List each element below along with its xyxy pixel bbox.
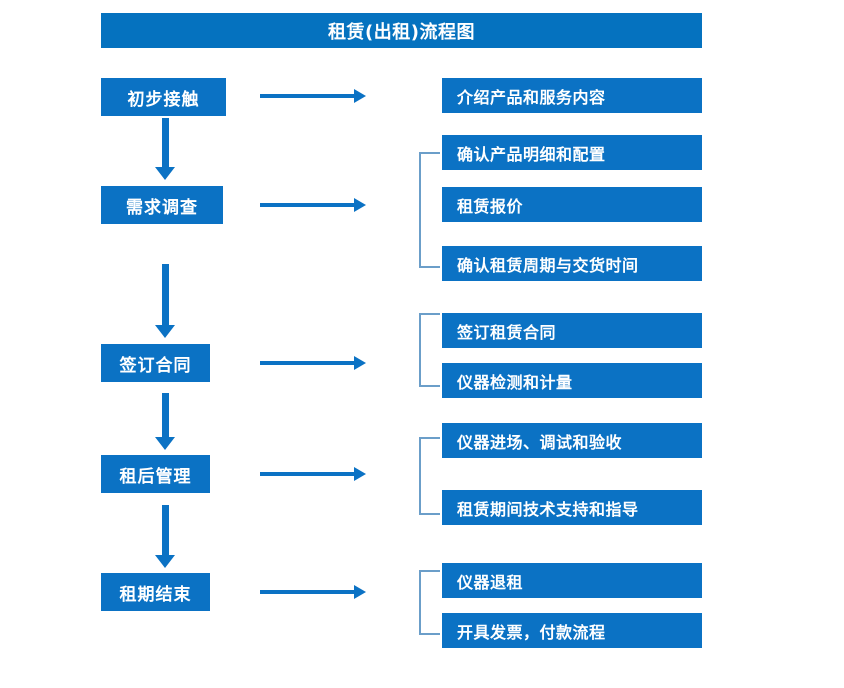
arrow-head [354, 467, 366, 481]
detail-box-3[interactable]: 租赁报价 [442, 187, 702, 222]
arrow-shaft [162, 393, 169, 437]
arrow-head [155, 555, 175, 568]
arrow-head [155, 167, 175, 180]
flow-arrow-right-2 [260, 197, 366, 213]
detail-box-6[interactable]: 仪器检测和计量 [442, 363, 702, 398]
flow-arrow-down-2 [155, 264, 175, 338]
detail-box-2[interactable]: 确认产品明细和配置 [442, 135, 702, 170]
stage-box-2[interactable]: 需求调查 [101, 186, 223, 224]
flow-arrow-right-1 [260, 88, 366, 104]
flow-arrow-down-1 [155, 118, 175, 180]
group-bracket-3 [419, 313, 440, 387]
stage-box-4[interactable]: 租后管理 [101, 455, 210, 493]
arrow-shaft [260, 361, 355, 365]
arrow-shaft [162, 118, 169, 167]
detail-box-9[interactable]: 仪器退租 [442, 563, 702, 598]
flow-arrow-right-5 [260, 584, 366, 600]
detail-box-7[interactable]: 仪器进场、调试和验收 [442, 423, 702, 458]
group-bracket-4 [419, 437, 440, 515]
detail-box-5[interactable]: 签订租赁合同 [442, 313, 702, 348]
flow-arrow-right-3 [260, 355, 366, 371]
detail-box-1[interactable]: 介绍产品和服务内容 [442, 78, 702, 113]
arrow-head [354, 89, 366, 103]
arrow-shaft [260, 590, 355, 594]
flow-arrow-down-4 [155, 505, 175, 568]
arrow-shaft [162, 505, 169, 555]
stage-box-3[interactable]: 签订合同 [101, 344, 210, 382]
arrow-head [354, 198, 366, 212]
arrow-shaft [162, 264, 169, 325]
diagram-title: 租赁(出租)流程图 [101, 13, 702, 48]
detail-box-4[interactable]: 确认租赁周期与交货时间 [442, 246, 702, 281]
arrow-head [354, 585, 366, 599]
arrow-head [354, 356, 366, 370]
flow-arrow-right-4 [260, 466, 366, 482]
arrow-shaft [260, 472, 355, 476]
group-bracket-2 [419, 152, 440, 268]
arrow-head [155, 437, 175, 450]
stage-box-1[interactable]: 初步接触 [101, 78, 226, 116]
stage-box-5[interactable]: 租期结束 [101, 573, 210, 611]
detail-box-8[interactable]: 租赁期间技术支持和指导 [442, 490, 702, 525]
arrow-head [155, 325, 175, 338]
detail-box-10[interactable]: 开具发票，付款流程 [442, 613, 702, 648]
flow-arrow-down-3 [155, 393, 175, 450]
arrow-shaft [260, 94, 355, 98]
arrow-shaft [260, 203, 355, 207]
group-bracket-5 [419, 570, 440, 635]
